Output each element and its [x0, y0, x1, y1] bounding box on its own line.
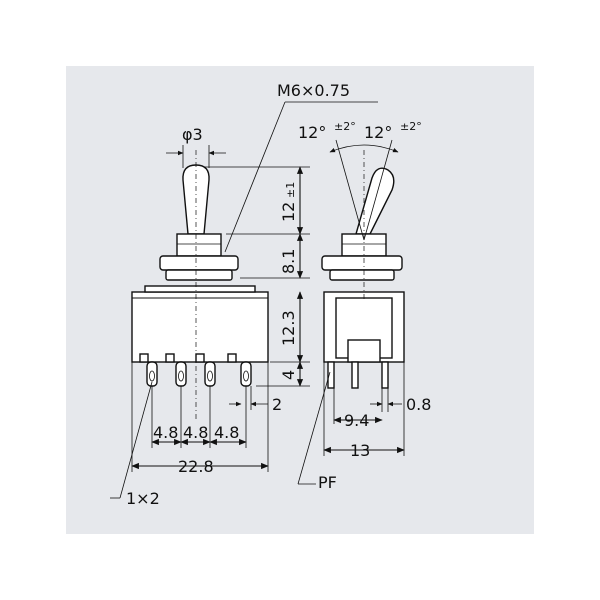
side-view [321, 139, 405, 389]
label-body-height: 12.3 [279, 310, 298, 346]
label-terminal-length: 4 [279, 370, 298, 380]
label-lever-height-tol: ±1 [284, 182, 297, 198]
label-side-inner: 9.4 [344, 411, 369, 430]
label-total-width: 22.8 [178, 457, 214, 476]
label-lever-height: 12 [279, 202, 298, 222]
label-pitch-2: 4.8 [183, 423, 208, 442]
label-hole-note: 1×2 [126, 489, 160, 508]
label-pitch-3: 4.8 [214, 423, 239, 442]
label-pitch-1: 4.8 [153, 423, 178, 442]
front-view [131, 150, 269, 420]
label-angle-right-tol: ±2° [400, 120, 422, 133]
front-bushing [176, 233, 222, 257]
label-lever-diameter: φ3 [182, 125, 203, 144]
label-angle-left-tol: ±2° [334, 120, 356, 133]
label-thread: M6×0.75 [277, 81, 350, 100]
label-angle-right: 12° [364, 123, 392, 142]
label-bushing-height: 8.1 [279, 249, 298, 274]
label-side-width: 13 [350, 441, 370, 460]
label-angle-left: 12° [298, 123, 326, 142]
label-pf-note: PF [318, 473, 337, 492]
label-terminal-thickness: 0.8 [406, 395, 431, 414]
label-terminal-width: 2 [272, 395, 282, 414]
front-nut [159, 255, 239, 271]
front-body [131, 291, 269, 363]
